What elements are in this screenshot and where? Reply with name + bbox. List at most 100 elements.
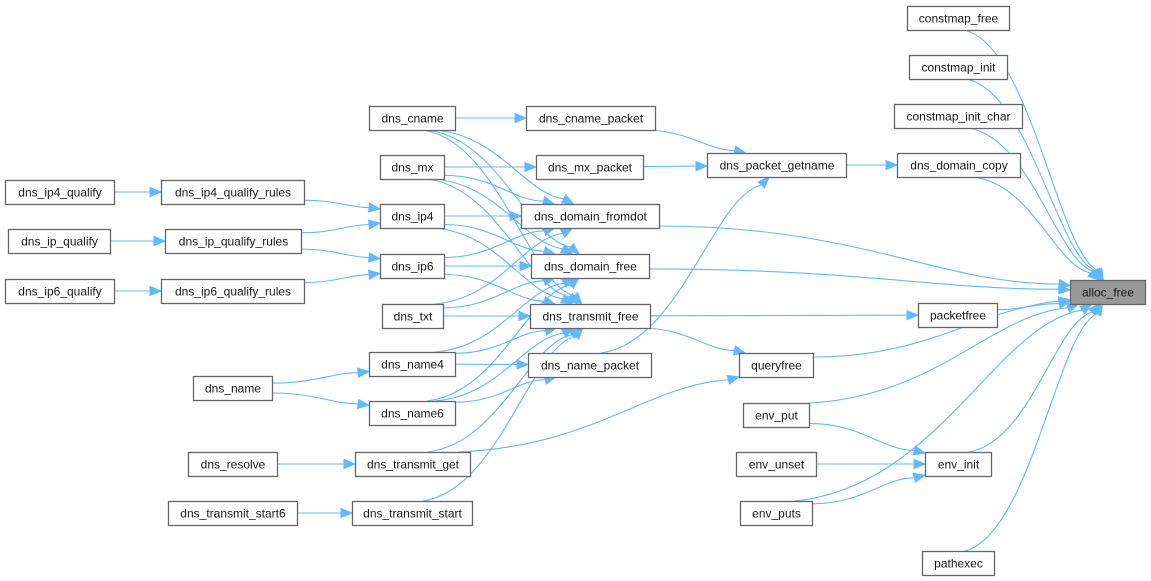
node-env_puts[interactable]: env_puts [739, 500, 814, 527]
node-dns_txt[interactable]: dns_txt [381, 303, 445, 330]
node-dns_packet_getname[interactable]: dns_packet_getname [706, 152, 848, 179]
node-box [1069, 279, 1147, 306]
node-box[interactable] [529, 303, 652, 330]
node-box[interactable] [354, 451, 472, 478]
node-dns_ip_qualify[interactable]: dns_ip_qualify [7, 228, 112, 255]
node-box[interactable] [921, 550, 996, 577]
node-dns_name6[interactable]: dns_name6 [368, 400, 457, 427]
node-label: queryfree [751, 359, 802, 373]
node-box[interactable] [160, 278, 306, 305]
edge-line [808, 422, 915, 451]
node-box[interactable] [192, 375, 274, 402]
node-box[interactable] [908, 54, 1009, 81]
edge-dns_ip6_qualify-to-dns_ip6_qualify_rules [113, 285, 163, 297]
node-constmap_init[interactable]: constmap_init [908, 54, 1009, 81]
node-box[interactable] [742, 402, 811, 429]
node-box[interactable] [7, 228, 112, 255]
arrowhead-icon [367, 252, 382, 263]
node-dns_resolve[interactable]: dns_resolve [187, 451, 279, 478]
node-label: dns_ip4_qualify [18, 186, 101, 200]
node-box[interactable] [893, 103, 1024, 130]
node-box[interactable] [896, 152, 1022, 179]
arrowhead-icon [906, 309, 920, 321]
node-env_unset[interactable]: env_unset [735, 451, 818, 478]
edge-line [426, 129, 571, 248]
node-dns_domain_free[interactable]: dns_domain_free [530, 253, 651, 280]
edge-env_unset-to-env_init [815, 458, 927, 470]
node-box[interactable] [379, 154, 446, 181]
edge-dns_mx_packet-to-dns_packet_getname [642, 160, 709, 172]
node-dns_cname_packet[interactable]: dns_cname_packet [525, 105, 657, 132]
node-dns_transmit_free[interactable]: dns_transmit_free [529, 303, 652, 330]
node-dns_ip4_qualify_rules[interactable]: dns_ip4_qualify_rules [160, 179, 306, 206]
node-label: dns_ip6 [391, 260, 433, 274]
edge-dns_name6-to-dns_domain_free [426, 277, 581, 402]
edge-line [964, 29, 1099, 271]
node-dns_ip4_qualify[interactable]: dns_ip4_qualify [4, 179, 116, 206]
arrowhead-icon [559, 243, 574, 255]
node-dns_transmit_get[interactable]: dns_transmit_get [354, 451, 472, 478]
node-label: dns_name [205, 382, 261, 396]
node-box[interactable] [735, 451, 818, 478]
node-box[interactable] [527, 352, 653, 379]
node-dns_domain_copy[interactable]: dns_domain_copy [896, 152, 1022, 179]
node-box[interactable] [379, 203, 446, 230]
node-dns_transmit_start6[interactable]: dns_transmit_start6 [167, 500, 299, 527]
edge-dns_ip_qualify_rules-to-dns_ip6 [300, 248, 382, 263]
node-constmap_free[interactable]: constmap_free [906, 5, 1011, 32]
node-dns_name[interactable]: dns_name [192, 375, 274, 402]
edge-line [300, 248, 370, 259]
node-box[interactable] [924, 451, 993, 478]
node-env_put[interactable]: env_put [742, 402, 811, 429]
node-box[interactable] [368, 105, 457, 132]
node-dns_mx_packet[interactable]: dns_mx_packet [535, 154, 645, 181]
node-box[interactable] [535, 154, 645, 181]
node-box[interactable] [906, 5, 1011, 32]
node-env_init[interactable]: env_init [924, 451, 993, 478]
node-dns_transmit_start[interactable]: dns_transmit_start [351, 500, 474, 527]
node-dns_mx[interactable]: dns_mx [379, 154, 446, 181]
node-box[interactable] [167, 500, 299, 527]
node-dns_domain_fromdot[interactable]: dns_domain_fromdot [520, 203, 661, 230]
node-box[interactable] [706, 152, 848, 179]
node-box[interactable] [160, 179, 306, 206]
edge-dns_ip4_qualify-to-dns_ip4_qualify_rules [113, 186, 163, 198]
node-box[interactable] [4, 179, 116, 206]
node-box[interactable] [739, 500, 814, 527]
node-label: dns_ip4 [391, 210, 433, 224]
node-constmap_init_char[interactable]: constmap_init_char [893, 103, 1024, 130]
node-box[interactable] [379, 253, 446, 280]
node-box[interactable] [520, 203, 661, 230]
node-packetfree[interactable]: packetfree [917, 302, 999, 329]
edge-line [271, 392, 359, 405]
node-dns_ip6_qualify_rules[interactable]: dns_ip6_qualify_rules [160, 278, 306, 305]
node-box[interactable] [738, 352, 815, 379]
node-box[interactable] [164, 228, 303, 255]
node-box[interactable] [530, 253, 651, 280]
node-pathexec[interactable]: pathexec [921, 550, 996, 577]
node-dns_ip6[interactable]: dns_ip6 [379, 253, 446, 280]
arrowhead-icon [356, 398, 371, 410]
node-queryfree[interactable]: queryfree [738, 352, 815, 379]
node-dns_cname[interactable]: dns_cname [368, 105, 457, 132]
edge-env_put-to-env_init [808, 422, 927, 456]
node-label: env_init [938, 458, 980, 472]
arrowhead-icon [518, 310, 532, 322]
node-dns_name_packet[interactable]: dns_name_packet [527, 352, 653, 379]
node-box[interactable] [368, 400, 457, 427]
node-dns_name4[interactable]: dns_name4 [368, 351, 457, 378]
edge-dns_ip4-to-dns_transmit_free [433, 227, 574, 305]
arrowhead-icon [368, 202, 382, 213]
node-box[interactable] [351, 500, 474, 527]
node-box[interactable] [187, 451, 279, 478]
node-box[interactable] [917, 302, 999, 329]
node-box[interactable] [368, 351, 457, 378]
edge-line [812, 303, 1060, 358]
node-box[interactable] [525, 105, 657, 132]
node-dns_ip_qualify_rules[interactable]: dns_ip_qualify_rules [164, 228, 303, 255]
node-box[interactable] [381, 303, 445, 330]
edge-line [454, 379, 546, 403]
node-dns_ip4[interactable]: dns_ip4 [379, 203, 446, 230]
node-dns_ip6_qualify[interactable]: dns_ip6_qualify [4, 278, 116, 305]
node-box[interactable] [4, 278, 116, 305]
